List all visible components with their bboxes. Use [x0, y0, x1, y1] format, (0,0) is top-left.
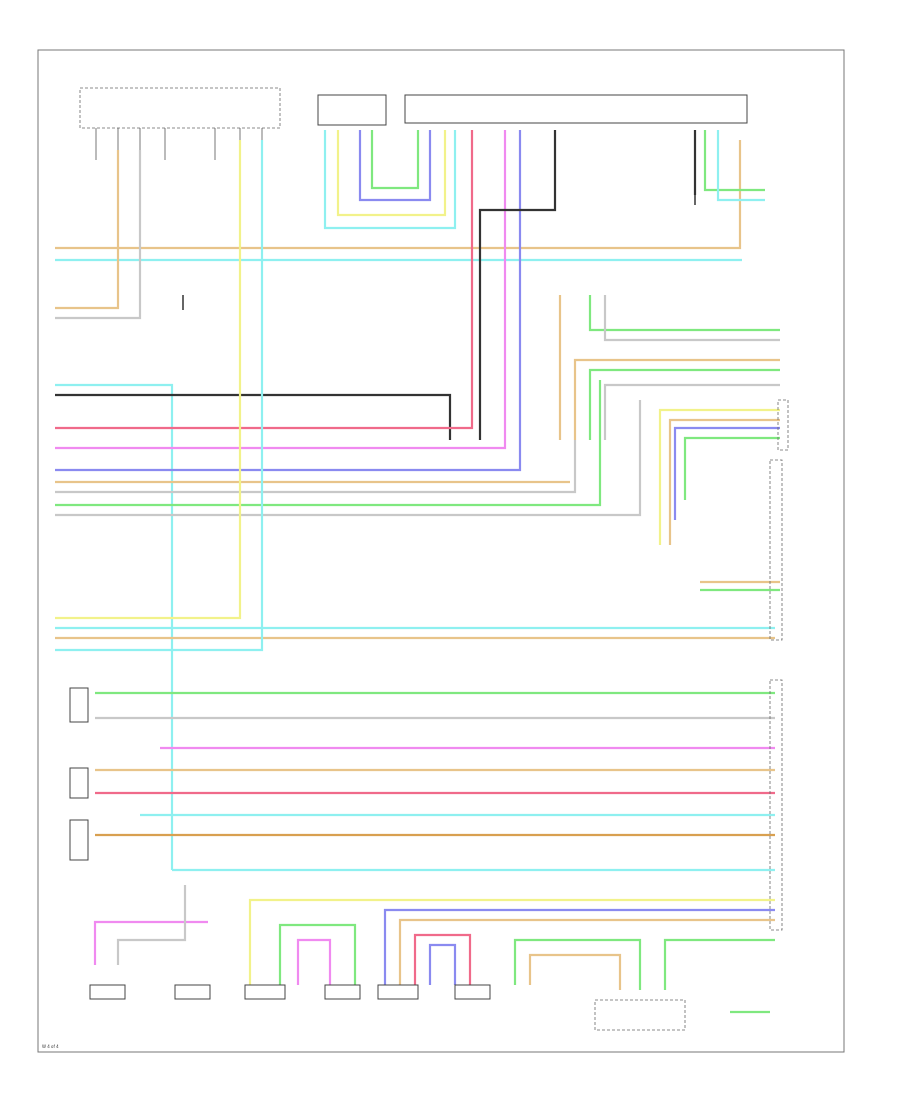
bottom-green-1 [278, 923, 357, 985]
right-middle-wires [558, 295, 780, 592]
wire-lightblue-mid [55, 383, 174, 870]
loop-lightblue [323, 130, 457, 230]
right-front-door-speaker [377, 984, 419, 1000]
left-rear-speaker [69, 687, 89, 723]
rm-gray-2 [603, 383, 780, 440]
bottom-tan-2 [528, 953, 622, 990]
wire-gray-mid [55, 440, 577, 494]
wire-red-mid [55, 130, 474, 430]
bottom-green-3 [663, 938, 775, 990]
wire-black-mid [55, 393, 452, 440]
wire-violet-mid [55, 130, 522, 472]
radio-loops [323, 130, 765, 440]
radio-green-out [703, 130, 765, 192]
rm-green-3 [683, 436, 780, 500]
left-tweeter [324, 984, 361, 1000]
bottom-green-2 [513, 938, 642, 990]
right-front-tweeter [69, 767, 89, 799]
wire-tan-top [55, 140, 742, 250]
loop-yellow [336, 130, 447, 217]
rm-tan-2 [573, 358, 780, 440]
loop-black [478, 130, 557, 440]
wire-gray-left [55, 150, 142, 320]
loop-violet [358, 130, 432, 202]
front-door-speaker [89, 984, 126, 1000]
rm-green-1 [588, 295, 780, 332]
radio-lightblue-out [716, 130, 765, 202]
audio-unit-box [79, 87, 281, 129]
rm-green-2 [588, 368, 780, 440]
rm-yellow [658, 408, 780, 545]
connector-right-3 [769, 679, 783, 931]
left-speakers [69, 687, 89, 861]
loop-green [370, 130, 420, 190]
rear-speaker [174, 984, 211, 1000]
rm-violet [673, 426, 780, 520]
wire-green-mid [55, 380, 602, 507]
connector-right-1 [777, 399, 789, 451]
rm-tan-3 [668, 418, 780, 545]
page-label: W 4 of 4 [42, 1044, 59, 1049]
bottom-pink-2 [296, 938, 332, 985]
bottom-violet [383, 908, 775, 985]
page-frame [37, 49, 845, 1053]
bottom-yellow [248, 898, 775, 985]
rm-gray-1 [603, 295, 780, 342]
bottom-tan [398, 918, 775, 985]
ground-symbols [182, 195, 696, 310]
radio-unit-box [404, 94, 748, 124]
top-connector-pins [95, 128, 263, 160]
right-rear-speaker [69, 819, 89, 861]
right-tweeter [454, 984, 491, 1000]
bottom-gray [116, 885, 187, 965]
wire-gray-low [55, 400, 642, 517]
wire-tan-left [55, 150, 120, 310]
amplifier-box [317, 94, 387, 126]
speaker-wires [95, 691, 775, 872]
bottom-violet-2 [428, 943, 457, 985]
bottom-components [89, 885, 775, 1031]
left-front-door-speaker [244, 984, 286, 1000]
bottom-pink [93, 920, 208, 965]
bottom-red [413, 933, 472, 985]
connector-right-2 [769, 459, 783, 641]
wire-pink-mid [55, 130, 507, 450]
wire-lightblue-low2 [55, 140, 264, 652]
horizontal-wires [55, 130, 775, 870]
wire-yellow-low [55, 140, 242, 620]
antenna-module [594, 999, 686, 1031]
